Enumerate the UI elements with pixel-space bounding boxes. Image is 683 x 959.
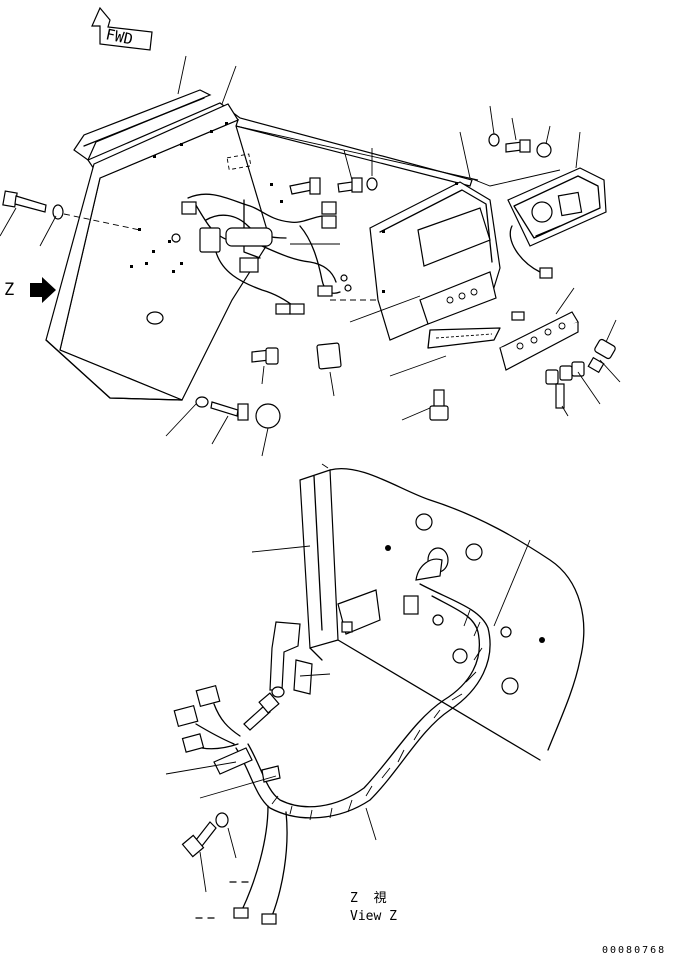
dashboard-box	[45, 89, 473, 401]
leader-lines-upper	[0, 55, 621, 457]
view-caption-japanese: Z 視	[350, 891, 391, 906]
arrow-right-solid-icon	[30, 277, 56, 303]
instrument-housing	[330, 181, 501, 349]
view-z-marker	[30, 277, 56, 303]
bolt-front-upper	[289, 177, 378, 195]
screws-top-right	[488, 133, 552, 158]
view-z-assembly	[173, 463, 585, 925]
switch-plate	[499, 311, 579, 371]
view-z-letter: Z	[4, 280, 15, 300]
drawing-number: 00080768	[602, 945, 667, 956]
bolt-left	[2, 190, 141, 231]
harness-upper	[171, 193, 352, 315]
fwd-label: FWD	[104, 25, 134, 48]
monitor-panel	[507, 167, 607, 279]
mounting-holes	[130, 122, 283, 273]
switch-knobs	[545, 338, 616, 409]
bolt-under-housing	[429, 389, 449, 421]
bolt-lower-center	[195, 342, 342, 429]
view-caption-english: View Z	[350, 909, 397, 924]
leader-lines-lower	[165, 539, 531, 893]
fwd-arrow-icon: FWD	[91, 6, 153, 51]
